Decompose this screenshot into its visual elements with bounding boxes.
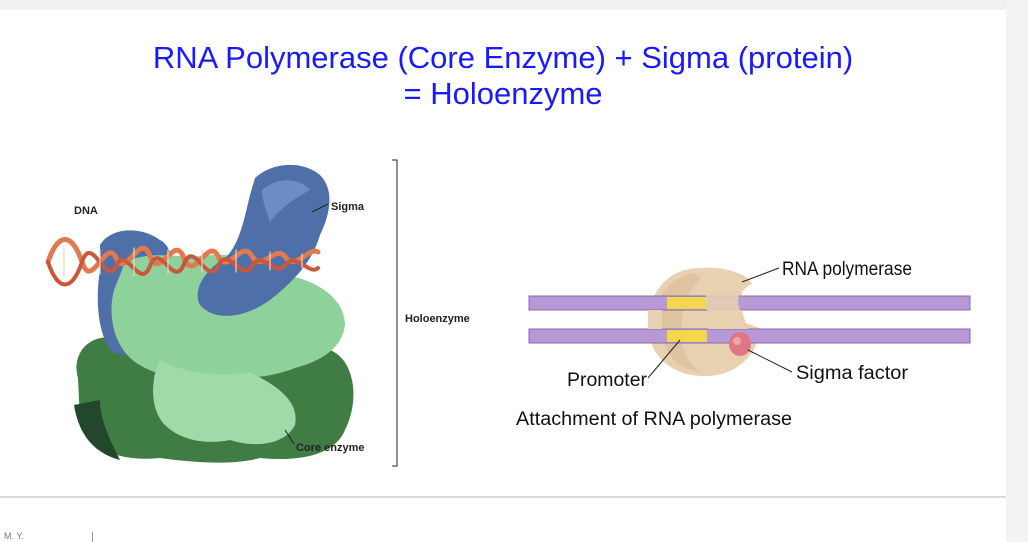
attachment-caption: Attachment of RNA polymerase bbox=[516, 409, 792, 430]
footer-tick bbox=[92, 532, 93, 542]
rna-polymerase-pointer-line bbox=[741, 267, 780, 283]
slide-title: RNA Polymerase (Core Enzyme) + Sigma (pr… bbox=[0, 40, 1006, 112]
sigma-factor-highlight bbox=[733, 337, 741, 345]
sigma-label: Sigma bbox=[331, 201, 365, 213]
sigma-factor-label: Sigma factor bbox=[796, 363, 909, 384]
holoenzyme-bracket bbox=[392, 159, 398, 467]
holoenzyme-structure-figure: DNA Sigma Holoenzyme Core enzyme bbox=[45, 159, 470, 467]
attachment-diagram: RNA polymerase Sigma factor Promoter Att… bbox=[516, 259, 971, 430]
core-enzyme-dark-shadow bbox=[74, 400, 120, 460]
right-scroll-strip bbox=[1006, 0, 1028, 542]
footer-text: M. Y. bbox=[4, 531, 24, 541]
rna-polymerase-label: RNA polymerase bbox=[782, 259, 912, 280]
rna-polymerase-front-lobe bbox=[690, 267, 752, 310]
core-enzyme-light-lower bbox=[153, 360, 296, 445]
sigma-blue-right-highlight bbox=[262, 180, 310, 222]
promoter-region-bottom bbox=[667, 330, 707, 342]
sigma-blue-right bbox=[197, 164, 330, 316]
sigma-factor-shape bbox=[729, 332, 751, 356]
title-line-2: = Holoenzyme bbox=[403, 76, 603, 111]
holoenzyme-label: Holoenzyme bbox=[405, 313, 470, 325]
sigma-pointer-line bbox=[311, 203, 329, 213]
bottom-divider bbox=[0, 496, 1006, 498]
promoter-region-top bbox=[667, 297, 707, 309]
rna-polymerase-mid-right bbox=[708, 310, 748, 329]
promoter-label: Promoter bbox=[567, 370, 648, 391]
core-enzyme-pointer-line bbox=[284, 429, 295, 445]
dna-label: DNA bbox=[74, 205, 98, 217]
sigma-factor-pointer-line bbox=[747, 349, 793, 373]
core-enzyme-label: Core enzyme bbox=[296, 442, 364, 454]
promoter-pointer-line bbox=[647, 339, 681, 379]
dna-helix bbox=[45, 237, 321, 287]
dna-strand-top bbox=[528, 295, 971, 311]
rna-polymerase-mid bbox=[648, 310, 662, 329]
top-strip bbox=[0, 0, 1028, 10]
title-line-1: RNA Polymerase (Core Enzyme) + Sigma (pr… bbox=[152, 40, 854, 75]
